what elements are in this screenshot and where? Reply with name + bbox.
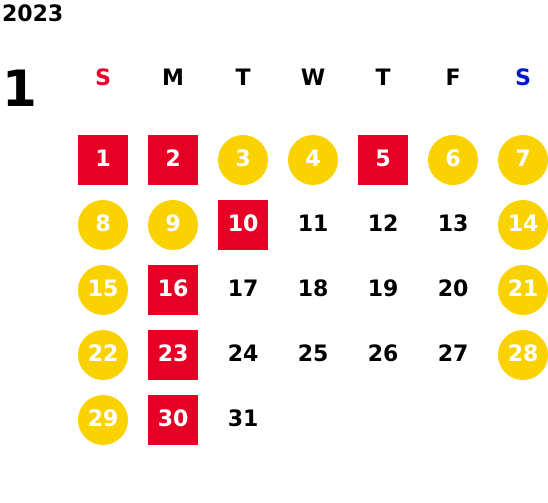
day-cell[interactable]: 17 bbox=[208, 257, 278, 322]
day-number-31: 31 bbox=[227, 407, 259, 432]
weekday-header-mon: M bbox=[162, 66, 184, 91]
day-number-22: 22 bbox=[78, 329, 128, 380]
day-number-6: 6 bbox=[428, 134, 478, 185]
day-cell[interactable]: 12 bbox=[348, 192, 418, 257]
day-cell[interactable]: 1 bbox=[68, 127, 138, 192]
year-label: 2023 bbox=[2, 2, 64, 27]
day-cell[interactable]: 20 bbox=[418, 257, 488, 322]
day-cell[interactable]: 22 bbox=[68, 322, 138, 387]
day-number-8: 8 bbox=[78, 199, 128, 250]
day-number-12: 12 bbox=[367, 212, 399, 237]
day-number-5: 5 bbox=[358, 134, 408, 185]
weekday-header-wed: W bbox=[300, 66, 326, 91]
day-cell[interactable]: 15 bbox=[68, 257, 138, 322]
day-number-23: 23 bbox=[148, 329, 198, 380]
day-number-4: 4 bbox=[288, 134, 338, 185]
day-number-29: 29 bbox=[78, 394, 128, 445]
day-number-21: 21 bbox=[498, 264, 548, 315]
day-cell[interactable]: 26 bbox=[348, 322, 418, 387]
day-cell[interactable]: 11 bbox=[278, 192, 348, 257]
day-cell[interactable]: 16 bbox=[138, 257, 208, 322]
day-cell[interactable]: 28 bbox=[488, 322, 548, 387]
day-cell[interactable]: 13 bbox=[418, 192, 488, 257]
day-number-9: 9 bbox=[148, 199, 198, 250]
day-cell[interactable]: 3 bbox=[208, 127, 278, 192]
day-number-10: 10 bbox=[218, 199, 268, 250]
day-cell[interactable]: 29 bbox=[68, 387, 138, 452]
day-cell[interactable]: 6 bbox=[418, 127, 488, 192]
day-cell[interactable]: 14 bbox=[488, 192, 548, 257]
day-cell[interactable]: 7 bbox=[488, 127, 548, 192]
day-number-3: 3 bbox=[218, 134, 268, 185]
day-cell[interactable]: 8 bbox=[68, 192, 138, 257]
month-number: 1 bbox=[2, 60, 37, 118]
day-number-18: 18 bbox=[297, 277, 329, 302]
day-number-14: 14 bbox=[498, 199, 548, 250]
day-number-1: 1 bbox=[78, 134, 128, 185]
day-number-28: 28 bbox=[498, 329, 548, 380]
day-cell[interactable]: 19 bbox=[348, 257, 418, 322]
day-cell[interactable]: 31 bbox=[208, 387, 278, 452]
day-number-7: 7 bbox=[498, 134, 548, 185]
day-number-25: 25 bbox=[297, 342, 329, 367]
day-cell[interactable]: 4 bbox=[278, 127, 348, 192]
day-number-20: 20 bbox=[437, 277, 469, 302]
day-number-26: 26 bbox=[367, 342, 399, 367]
day-number-30: 30 bbox=[148, 394, 198, 445]
day-number-27: 27 bbox=[437, 342, 469, 367]
day-number-17: 17 bbox=[227, 277, 259, 302]
weekday-header-fri: F bbox=[445, 66, 461, 91]
day-number-13: 13 bbox=[437, 212, 469, 237]
day-number-11: 11 bbox=[297, 212, 329, 237]
weekday-header-tue: T bbox=[235, 66, 251, 91]
day-cell[interactable]: 25 bbox=[278, 322, 348, 387]
weekday-header-sat: S bbox=[515, 66, 531, 91]
day-cell[interactable]: 27 bbox=[418, 322, 488, 387]
day-cell[interactable]: 2 bbox=[138, 127, 208, 192]
day-cell[interactable]: 23 bbox=[138, 322, 208, 387]
weekday-header-thu: T bbox=[375, 66, 391, 91]
day-number-2: 2 bbox=[148, 134, 198, 185]
day-cell[interactable]: 10 bbox=[208, 192, 278, 257]
day-number-16: 16 bbox=[148, 264, 198, 315]
weekday-header-sun: S bbox=[95, 66, 111, 91]
day-cell[interactable]: 18 bbox=[278, 257, 348, 322]
day-number-19: 19 bbox=[367, 277, 399, 302]
day-cell[interactable]: 21 bbox=[488, 257, 548, 322]
day-cell[interactable]: 5 bbox=[348, 127, 418, 192]
day-number-15: 15 bbox=[78, 264, 128, 315]
day-cell[interactable]: 24 bbox=[208, 322, 278, 387]
day-cell[interactable]: 9 bbox=[138, 192, 208, 257]
day-cell[interactable]: 30 bbox=[138, 387, 208, 452]
day-number-24: 24 bbox=[227, 342, 259, 367]
